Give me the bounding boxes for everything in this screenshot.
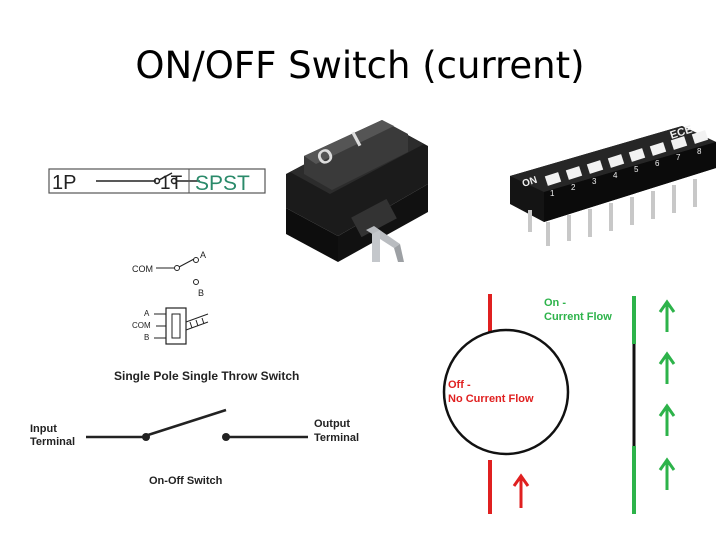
on-label-line2: Current Flow bbox=[544, 311, 612, 323]
svg-text:8: 8 bbox=[697, 147, 702, 156]
toggle-com-label: COM bbox=[132, 321, 151, 330]
svg-text:1: 1 bbox=[550, 189, 555, 198]
spst-on-off-diagram: Single Pole Single Throw Switch Input Te… bbox=[30, 369, 359, 487]
on-label-line1: On - bbox=[544, 297, 566, 309]
dip-pins bbox=[528, 179, 697, 246]
throw-label: 1T bbox=[160, 173, 183, 194]
toggle-switch-symbol: A COM B bbox=[132, 307, 209, 345]
toggle-b-label: B bbox=[144, 333, 149, 342]
spst-label-strip: 1P 1T SPST bbox=[48, 168, 266, 195]
off-label-line1: Off - bbox=[448, 379, 471, 391]
on-arrow-icon bbox=[658, 351, 676, 384]
on-arrow-icon bbox=[658, 403, 676, 436]
spdt-a-label: A bbox=[200, 250, 206, 260]
slide-title: ON/OFF Switch (current) bbox=[135, 44, 585, 87]
svg-text:5: 5 bbox=[634, 165, 639, 174]
svg-text:3: 3 bbox=[592, 177, 597, 186]
on-arrow-icon bbox=[658, 299, 676, 332]
spst-type-label: SPST bbox=[195, 172, 250, 195]
off-label-line2: No Current Flow bbox=[448, 393, 534, 405]
svg-text:4: 4 bbox=[613, 171, 618, 180]
svg-text:6: 6 bbox=[655, 159, 660, 168]
svg-text:7: 7 bbox=[676, 153, 681, 162]
svg-text:2: 2 bbox=[571, 183, 576, 192]
dip-on-label: ON bbox=[521, 175, 539, 190]
pole-label: 1P bbox=[52, 172, 76, 194]
output-terminal-label-line2: Terminal bbox=[314, 432, 359, 444]
dip-levers bbox=[544, 130, 709, 186]
on-off-switch-caption: On-Off Switch bbox=[149, 475, 223, 487]
spdt-b-label: B bbox=[198, 288, 204, 298]
on-arrow-icon bbox=[658, 457, 676, 490]
off-arrow-icon bbox=[512, 473, 530, 508]
input-terminal-label-line2: Terminal bbox=[30, 436, 75, 448]
input-terminal-label-line1: Input bbox=[30, 423, 57, 435]
dip-numbers: 1 2 3 4 5 6 7 8 bbox=[550, 147, 702, 198]
spdt-symbol: COM A B bbox=[132, 250, 206, 298]
current-flow-diagram: Off - No Current Flow On - Current Flow bbox=[442, 294, 676, 514]
rocker-switch-photo: O I bbox=[286, 120, 428, 262]
dip-switch-photo: ON ECE 1 2 3 4 5 6 7 8 bbox=[510, 124, 716, 246]
switch-circle bbox=[442, 328, 570, 456]
spdt-com-label: COM bbox=[132, 264, 153, 274]
spst-diagram-title: Single Pole Single Throw Switch bbox=[114, 369, 299, 383]
output-terminal-label-line1: Output bbox=[314, 418, 350, 430]
toggle-a-label: A bbox=[144, 309, 150, 318]
